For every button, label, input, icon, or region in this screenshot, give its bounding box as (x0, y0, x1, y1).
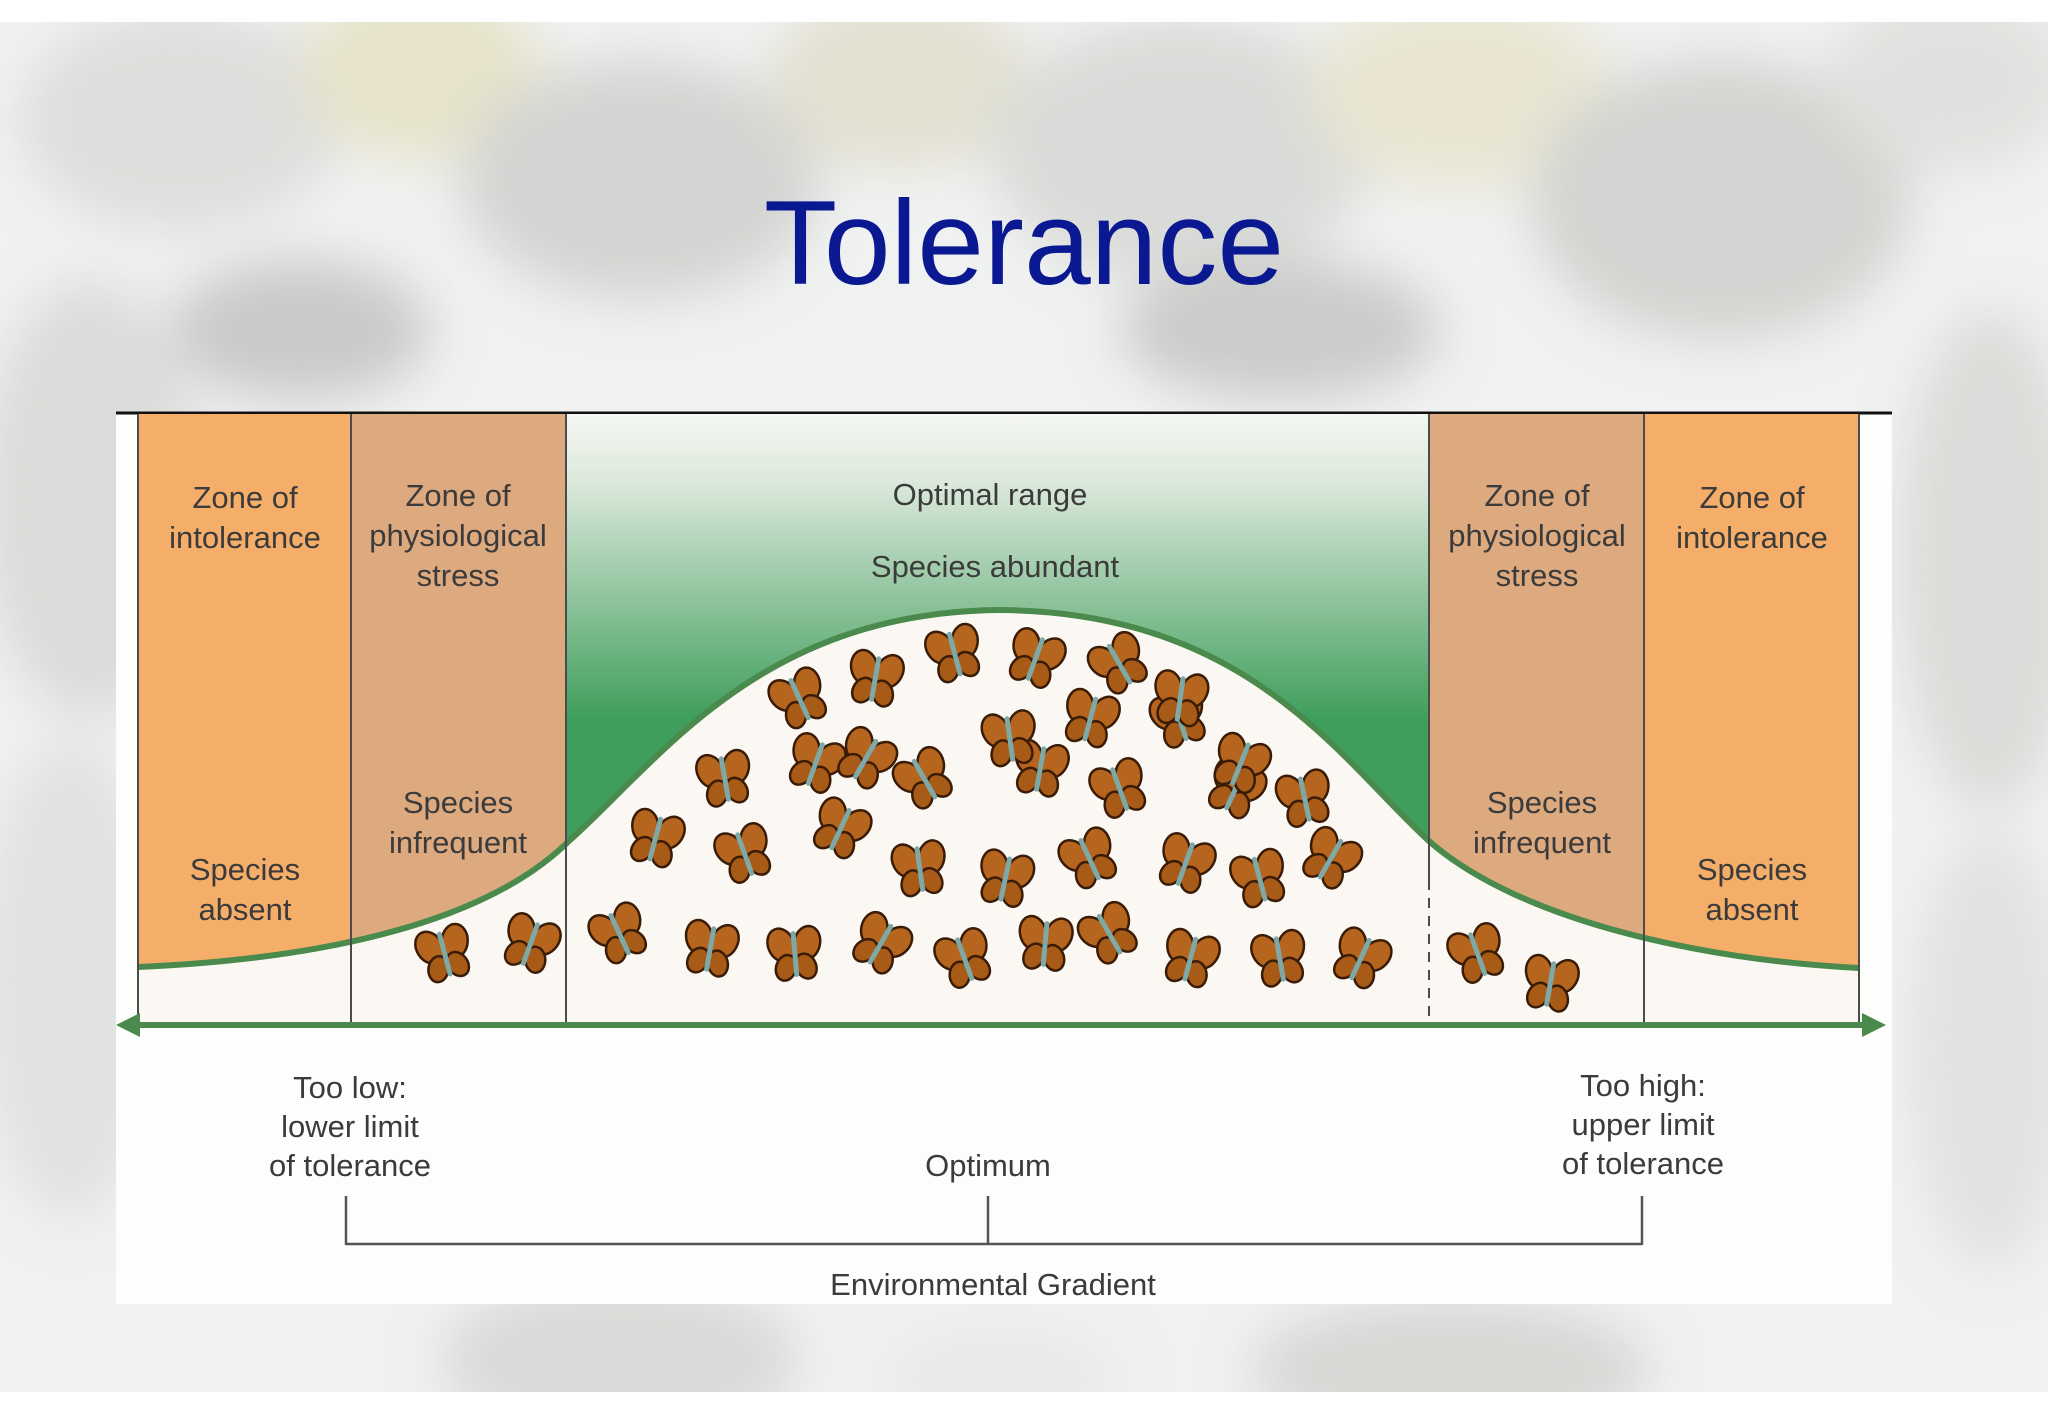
slide-title: Tolerance (763, 176, 1285, 310)
arrow-right-icon (1862, 1013, 1886, 1037)
tolerance-curve (137, 606, 1860, 971)
zone-3-name: Optimal range (893, 477, 1088, 512)
gradient-arrow (116, 1013, 1886, 1037)
gradient-bracket (344, 1196, 1644, 1246)
zone-intolerance-right (1645, 414, 1859, 969)
environmental-gradient-label: Environmental Gradient (830, 1267, 1156, 1302)
zone-intolerance-left (138, 414, 351, 969)
arrow-left-icon (116, 1013, 140, 1037)
zone-3-status: Species abundant (871, 549, 1120, 584)
zone-dividers (137, 414, 1860, 1025)
optimum-label: Optimum (925, 1148, 1051, 1183)
